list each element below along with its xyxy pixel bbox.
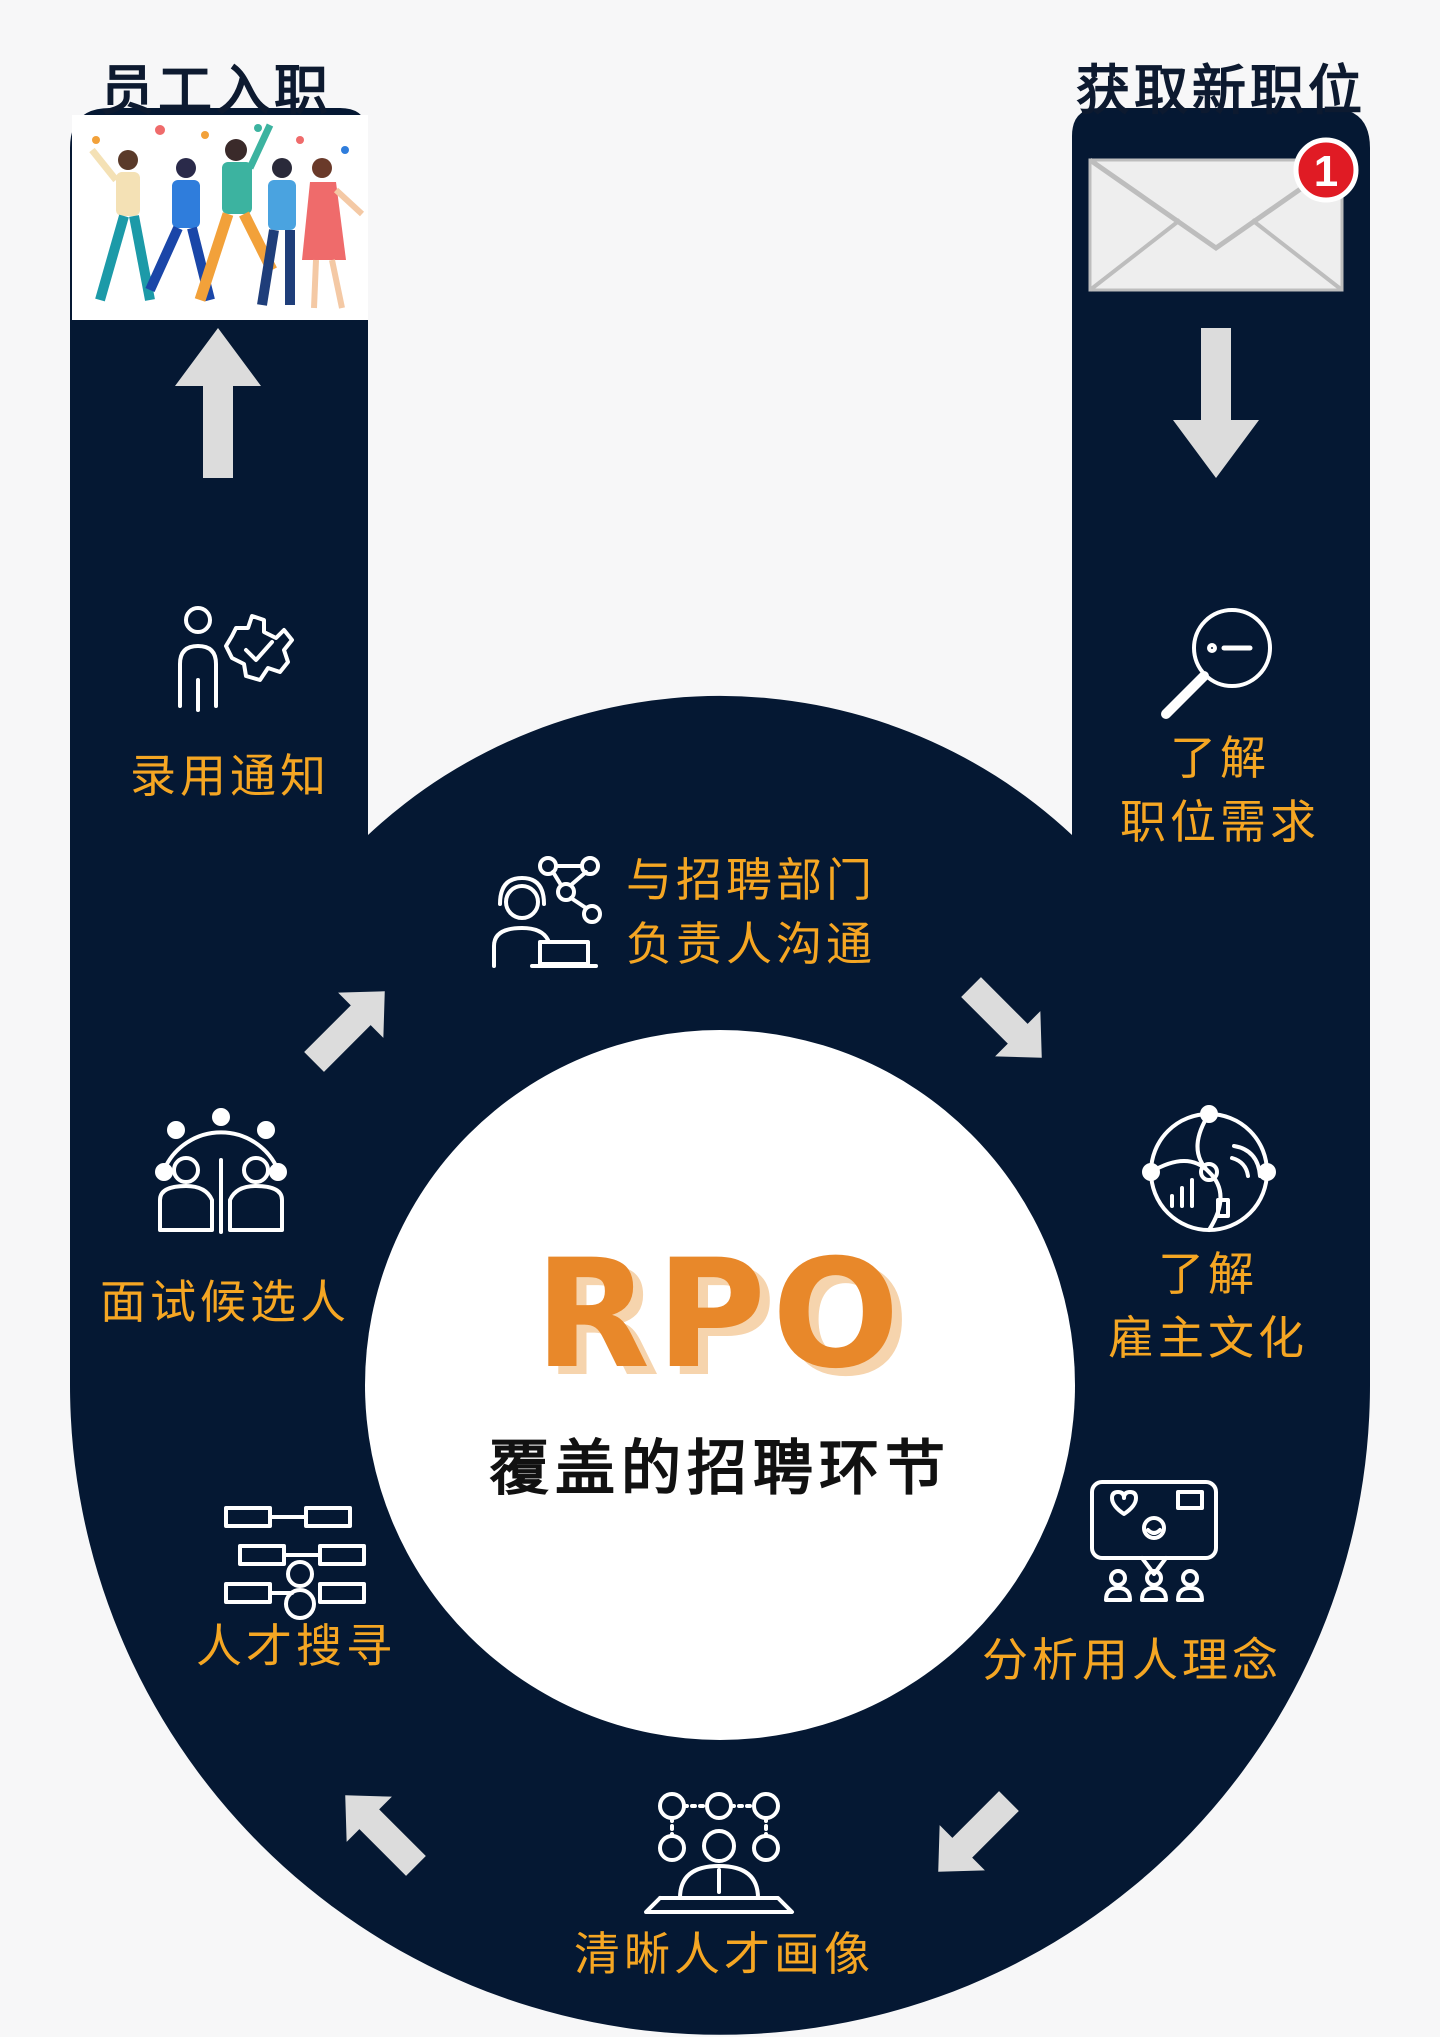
new-position-title: 获取新职位 <box>1076 59 1366 122</box>
step-label-hiring-philosophy: 分析用人理念 <box>982 1633 1282 1687</box>
arrow-to-search <box>345 1795 426 1876</box>
person-gear-check-icon <box>178 606 294 712</box>
culture-circle-icon <box>1142 1105 1276 1232</box>
center-circle <box>365 1030 1075 1740</box>
interview-circle-icon <box>155 1108 287 1234</box>
arrow-up <box>175 328 261 478</box>
step-label-understand-position: 了解 职位需求 <box>1120 731 1320 849</box>
arrow-to-communication <box>304 991 385 1072</box>
step-label-understand-culture: 了解 雇主文化 <box>1108 1247 1308 1365</box>
speech-board-team-icon <box>1090 1480 1218 1602</box>
arrow-down <box>1173 328 1259 478</box>
step-label-communicate-department: 与招聘部门 负责人沟通 <box>626 853 876 971</box>
step-label-talent-search: 人才搜寻 <box>196 1619 396 1673</box>
onboarding-title: 员工入职 <box>100 59 332 122</box>
notification-badge-count: 1 <box>1314 147 1338 196</box>
rpo-subtitle: 覆盖的招聘环节 <box>489 1434 951 1504</box>
flow-arrows <box>175 328 1259 1876</box>
step-label-talent-profile: 清晰人才画像 <box>574 1927 874 1981</box>
headset-network-icon <box>492 856 602 968</box>
arrow-to-profile <box>938 1791 1019 1872</box>
rpo-title: RPO <box>534 1228 906 1402</box>
step-label-offer: 录用通知 <box>130 749 330 803</box>
notification-badge: 1 <box>1293 137 1359 203</box>
step-label-interview: 面试候选人 <box>100 1275 350 1329</box>
celebrating-team-illustration <box>72 115 368 320</box>
org-chart-search-icon <box>224 1506 366 1620</box>
talent-profile-icon <box>644 1792 794 1914</box>
arrow-to-culture <box>961 977 1042 1058</box>
magnifier-icon <box>1161 608 1272 719</box>
